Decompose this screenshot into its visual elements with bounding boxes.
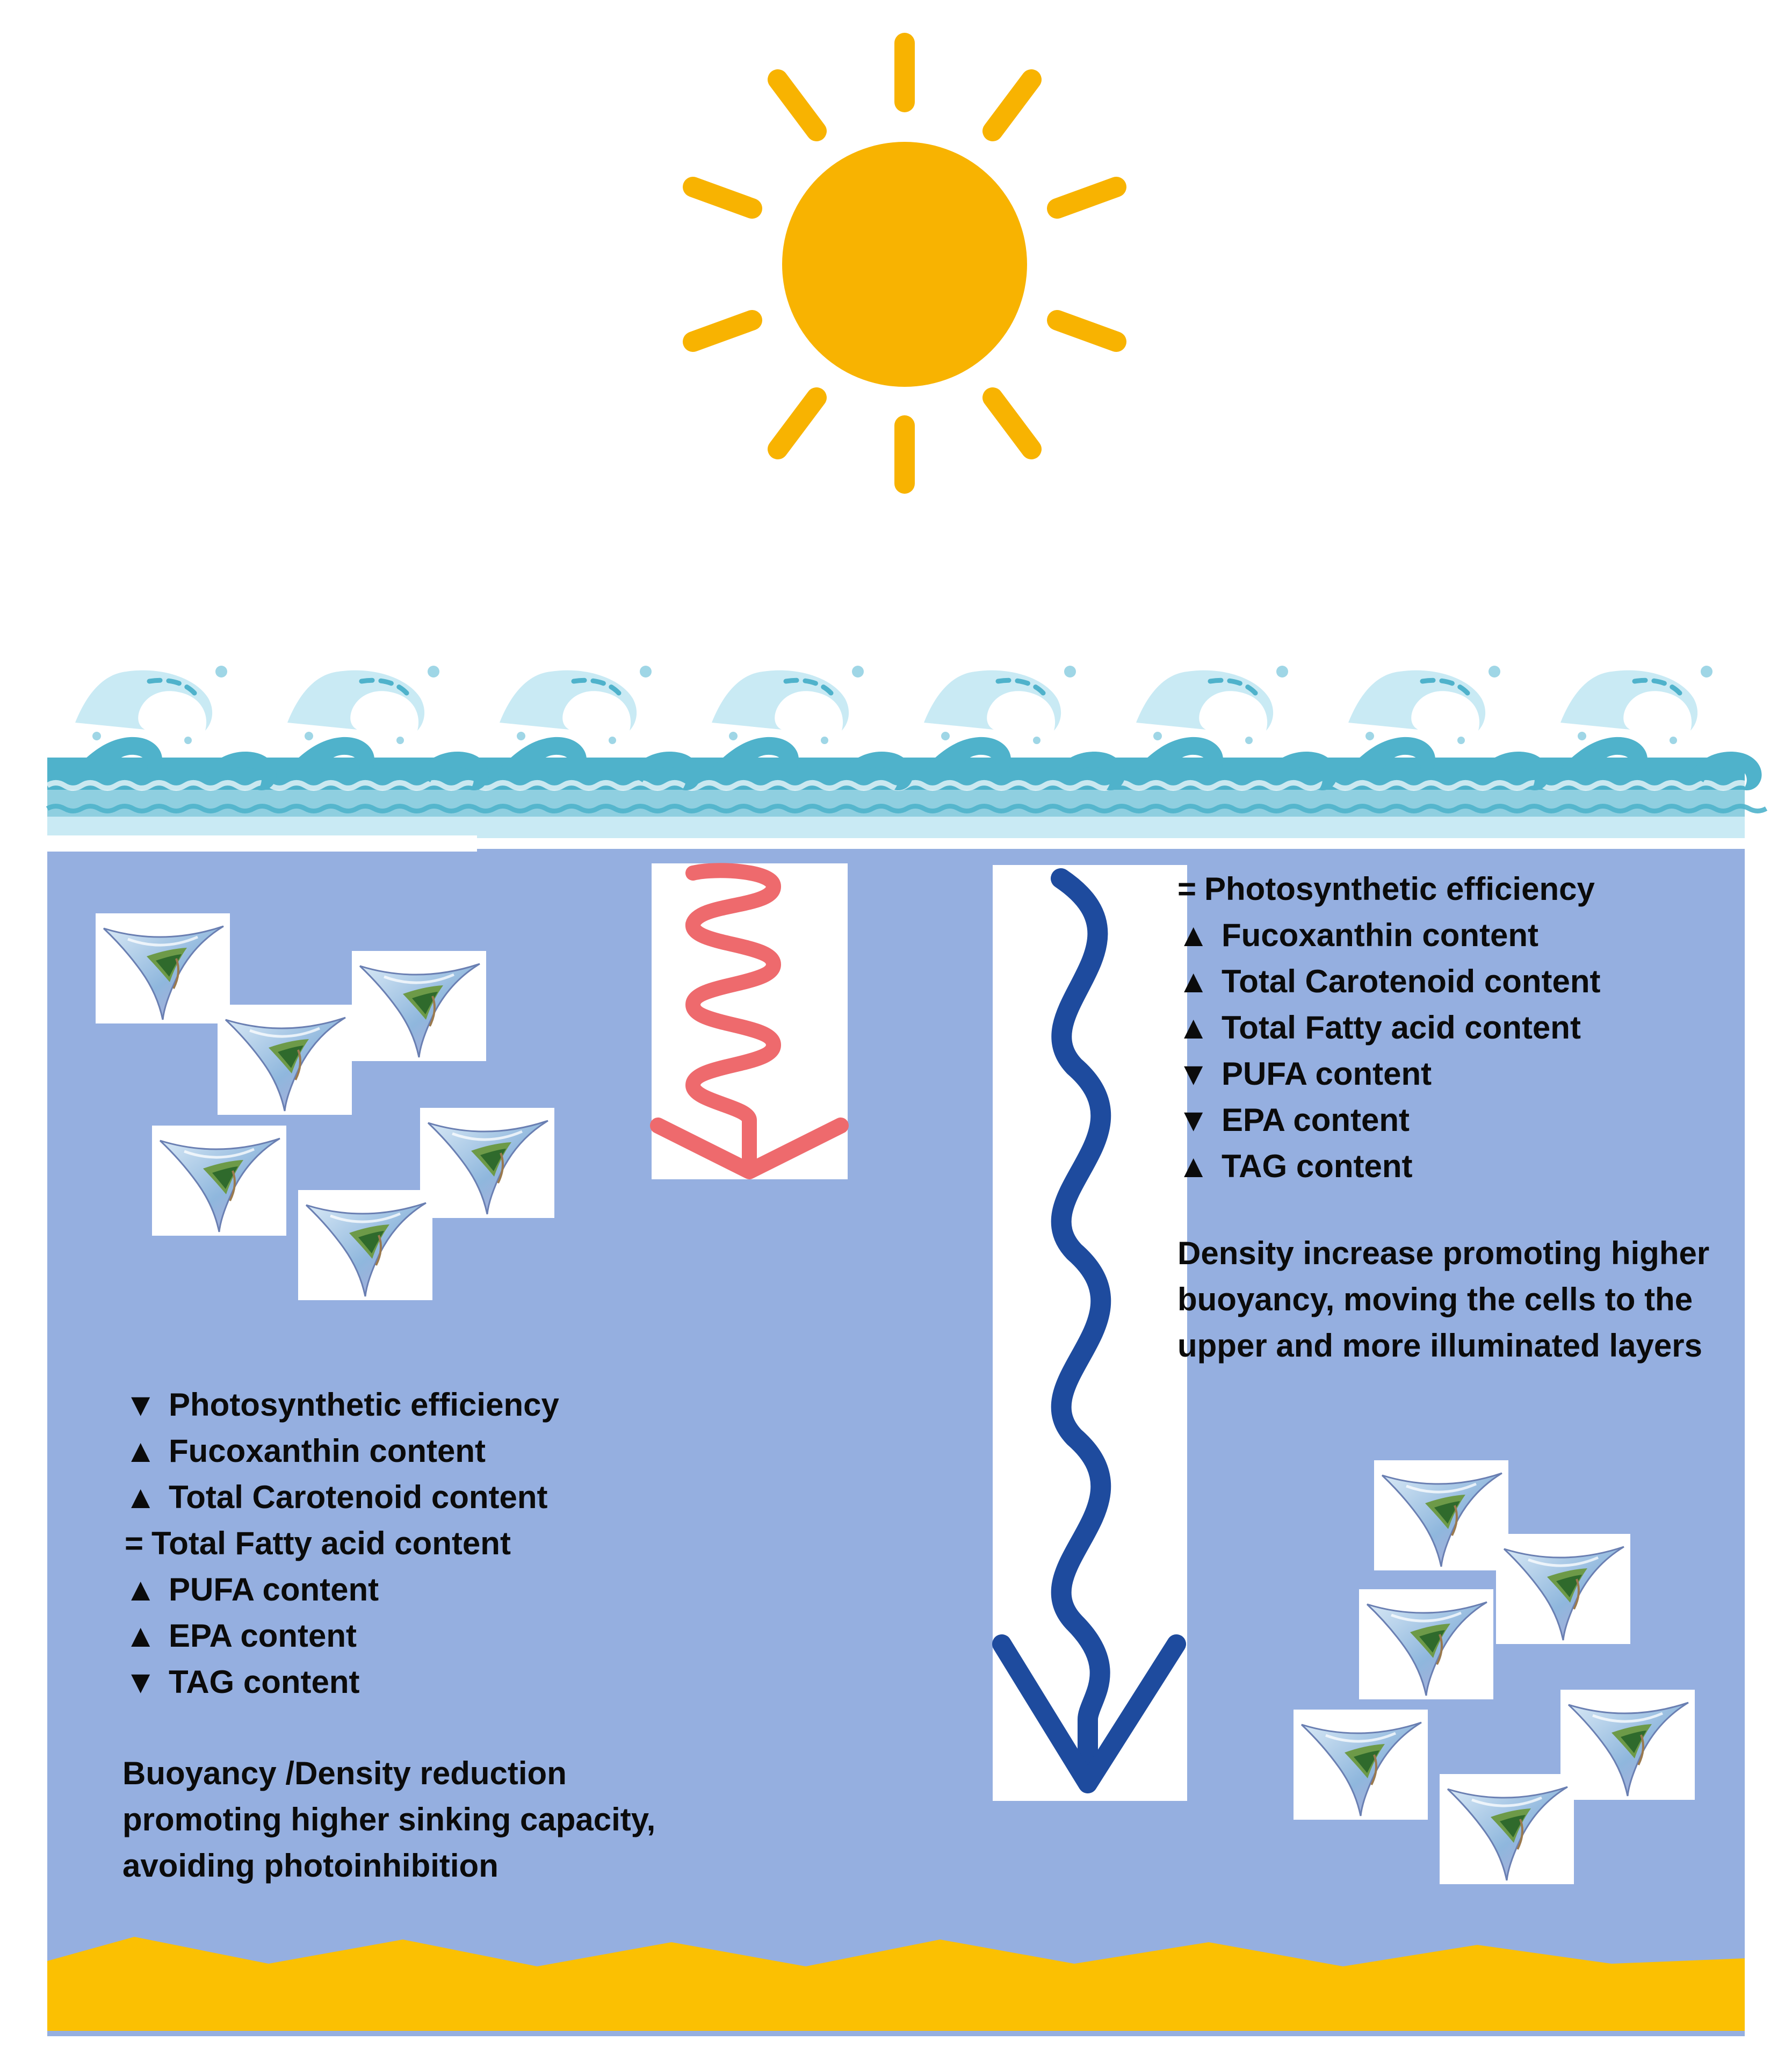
effect-row: ▲ EPA content <box>125 1613 559 1659</box>
red-wavy-arrow-icon <box>650 863 849 1179</box>
effect-row: ▲ Total Carotenoid content <box>125 1474 559 1520</box>
increase-icon: ▲ <box>125 1571 157 1607</box>
effect-label: Total Fatty acid content <box>151 1525 511 1561</box>
effect-label: Total Carotenoid content <box>1222 963 1601 999</box>
effect-label: Total Fatty acid content <box>1222 1010 1581 1046</box>
effect-label: Photosynthetic efficiency <box>169 1387 559 1423</box>
effect-label: PUFA content <box>1222 1056 1432 1092</box>
effect-row: ▲ Fucoxanthin content <box>125 1428 559 1474</box>
effect-row: ▲ TAG content <box>1177 1143 1601 1190</box>
effect-label: Fucoxanthin content <box>169 1433 486 1469</box>
effect-label: Photosynthetic efficiency <box>1204 871 1595 907</box>
effect-label: Total Carotenoid content <box>169 1479 548 1515</box>
effect-row: ▲ Total Carotenoid content <box>1177 958 1601 1005</box>
effect-row: ▲ PUFA content <box>125 1567 559 1613</box>
effect-label: EPA content <box>1222 1102 1410 1138</box>
effect-label: TAG content <box>169 1664 360 1700</box>
summary-line: promoting higher sinking capacity, <box>122 1801 656 1837</box>
effect-row: =Total Fatty acid content <box>125 1520 559 1567</box>
effect-label: TAG content <box>1222 1148 1413 1184</box>
increase-icon: ▲ <box>125 1618 157 1654</box>
effect-row: =Photosynthetic efficiency <box>1177 866 1601 912</box>
increase-icon: ▲ <box>1177 1010 1210 1046</box>
right-summary-text: Density increase promoting higher buoyanc… <box>1177 1230 1709 1369</box>
equal-icon: = <box>1177 871 1197 907</box>
wave-icon <box>46 666 1768 838</box>
increase-icon: ▲ <box>125 1433 157 1469</box>
effect-label: EPA content <box>169 1618 357 1654</box>
effect-row: ▼ PUFA content <box>1177 1051 1601 1097</box>
increase-icon: ▲ <box>1177 917 1210 953</box>
effect-label: PUFA content <box>169 1571 379 1607</box>
increase-icon: ▲ <box>1177 1148 1210 1184</box>
blue-wavy-arrow-icon <box>992 865 1187 1801</box>
effect-row: ▼ EPA content <box>1177 1097 1601 1143</box>
summary-line: Density increase promoting higher <box>1177 1235 1710 1271</box>
effect-row: ▲ Total Fatty acid content <box>1177 1005 1601 1051</box>
effect-row: ▼ TAG content <box>125 1659 559 1705</box>
sun-icon <box>683 33 1126 494</box>
decrease-icon: ▼ <box>125 1387 157 1423</box>
sand-floor <box>47 1937 1745 2031</box>
effect-row: ▲ Fucoxanthin content <box>1177 912 1601 958</box>
increase-icon: ▲ <box>1177 963 1210 999</box>
equal-icon: = <box>125 1525 144 1561</box>
decrease-icon: ▼ <box>125 1664 157 1700</box>
increase-icon: ▲ <box>125 1479 157 1515</box>
decrease-icon: ▼ <box>1177 1102 1210 1138</box>
effect-row: ▼ Photosynthetic efficiency <box>125 1382 559 1428</box>
summary-line: avoiding photoinhibition <box>122 1848 498 1884</box>
summary-line: upper and more illuminated layers <box>1177 1328 1702 1364</box>
effect-label: Fucoxanthin content <box>1222 917 1538 953</box>
left-effects-list: ▼ Photosynthetic efficiency ▲ Fucoxanthin c… <box>125 1382 559 1705</box>
summary-line: Buoyancy /Density reduction <box>122 1755 567 1791</box>
summary-line: buoyancy, moving the cells to the <box>1177 1281 1693 1317</box>
left-summary-text: Buoyancy /Density reduction promoting hig… <box>122 1750 655 1889</box>
decrease-icon: ▼ <box>1177 1056 1210 1092</box>
right-effects-list: =Photosynthetic efficiency ▲ Fucoxanthin c… <box>1177 866 1601 1190</box>
